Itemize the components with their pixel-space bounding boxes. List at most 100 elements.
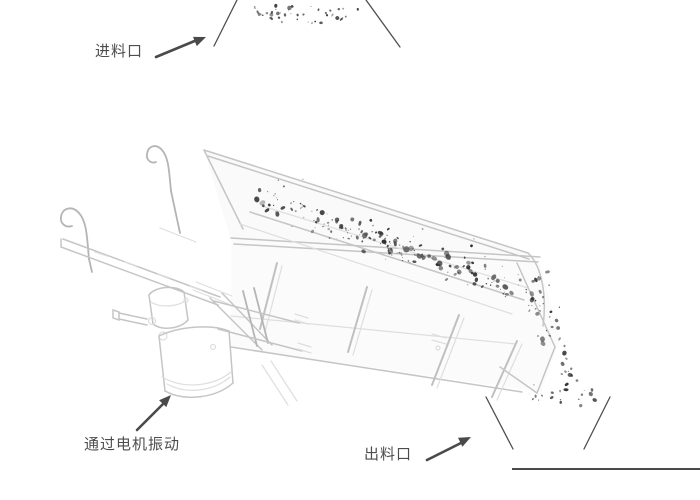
particle xyxy=(323,226,325,228)
hook-icon xyxy=(145,145,172,192)
particle xyxy=(470,271,474,275)
particle xyxy=(371,231,373,233)
particle xyxy=(260,13,262,15)
particle xyxy=(341,17,344,20)
particle xyxy=(294,210,297,213)
motor-tube-cap xyxy=(112,308,120,322)
particle xyxy=(301,206,303,208)
particle xyxy=(556,326,561,330)
motor-body-base xyxy=(164,382,234,398)
particle xyxy=(391,254,393,256)
crossbar-stud-2 xyxy=(297,342,312,354)
particle xyxy=(347,232,349,234)
particle xyxy=(491,274,497,281)
particle xyxy=(386,227,390,231)
particle xyxy=(503,277,505,279)
particle xyxy=(385,258,387,260)
particle xyxy=(290,13,292,15)
top-hopper xyxy=(213,0,401,48)
particle xyxy=(316,217,320,223)
particle xyxy=(326,14,328,16)
particle xyxy=(330,230,333,233)
particle xyxy=(467,283,469,286)
particle xyxy=(375,231,378,234)
particle xyxy=(290,202,292,205)
front-wall-bottom-edge xyxy=(230,346,523,393)
particle xyxy=(347,237,351,240)
vibration-motor xyxy=(112,286,312,398)
motor-vibration-arrow-icon xyxy=(135,395,171,432)
particle xyxy=(274,3,278,8)
particle xyxy=(344,227,347,230)
motor-body-top xyxy=(158,326,230,337)
wall-rib-2 xyxy=(347,286,368,353)
particle xyxy=(293,201,295,203)
particle xyxy=(554,318,559,323)
front-rim-outer xyxy=(230,237,541,258)
particle xyxy=(560,361,565,367)
particle xyxy=(319,21,323,25)
particle xyxy=(274,193,276,195)
particle xyxy=(548,334,552,337)
particle xyxy=(409,241,411,243)
particle xyxy=(314,20,317,23)
particle xyxy=(270,17,274,21)
discharge-outlet-arrow-icon xyxy=(425,437,471,462)
suspension-hooks xyxy=(60,145,233,306)
particle xyxy=(550,311,552,313)
particle xyxy=(563,388,569,392)
particle xyxy=(273,195,275,197)
particle xyxy=(472,282,477,286)
particle xyxy=(504,292,509,296)
particle xyxy=(254,196,260,203)
particle xyxy=(381,241,383,243)
motor-bracket-right xyxy=(253,287,269,344)
particle xyxy=(550,391,554,394)
particle xyxy=(350,235,352,237)
particle xyxy=(319,210,325,216)
motor-body-rim-2 xyxy=(166,376,231,391)
particle xyxy=(299,202,302,205)
particle xyxy=(412,236,414,237)
beam-bracket-plate xyxy=(192,281,233,305)
particle xyxy=(358,228,360,230)
under-brace-3 xyxy=(261,364,289,406)
particle xyxy=(296,13,299,17)
callout-arrows xyxy=(135,36,471,462)
particle xyxy=(316,209,319,211)
particle xyxy=(537,276,542,281)
particle xyxy=(324,11,327,15)
motor-body-rim-1 xyxy=(161,371,232,386)
particle xyxy=(577,398,580,401)
particle xyxy=(525,288,528,291)
motor-top-cyl-base xyxy=(152,319,189,329)
particle xyxy=(344,15,347,18)
particle xyxy=(362,237,365,240)
particle xyxy=(441,247,445,251)
particle xyxy=(390,247,393,251)
wall-rib-1b xyxy=(264,265,283,333)
particle xyxy=(267,203,271,207)
particle xyxy=(313,219,315,222)
particle xyxy=(537,275,540,278)
particle xyxy=(431,256,438,261)
particle xyxy=(358,220,362,226)
particle xyxy=(495,284,500,288)
bottom-hopper xyxy=(485,396,700,470)
particle xyxy=(277,179,279,181)
particle xyxy=(504,295,507,298)
particle xyxy=(311,210,313,212)
particle xyxy=(413,253,415,256)
particle xyxy=(484,255,486,258)
front-wall-mid-line xyxy=(230,315,517,345)
particle xyxy=(402,256,404,259)
particle xyxy=(416,253,422,259)
particle xyxy=(400,251,403,256)
particle xyxy=(368,236,372,240)
wall-rib-4b xyxy=(496,343,523,401)
particle xyxy=(466,265,471,270)
particle xyxy=(453,272,457,276)
particle xyxy=(387,248,390,250)
particle xyxy=(517,273,519,276)
particle xyxy=(331,219,333,221)
